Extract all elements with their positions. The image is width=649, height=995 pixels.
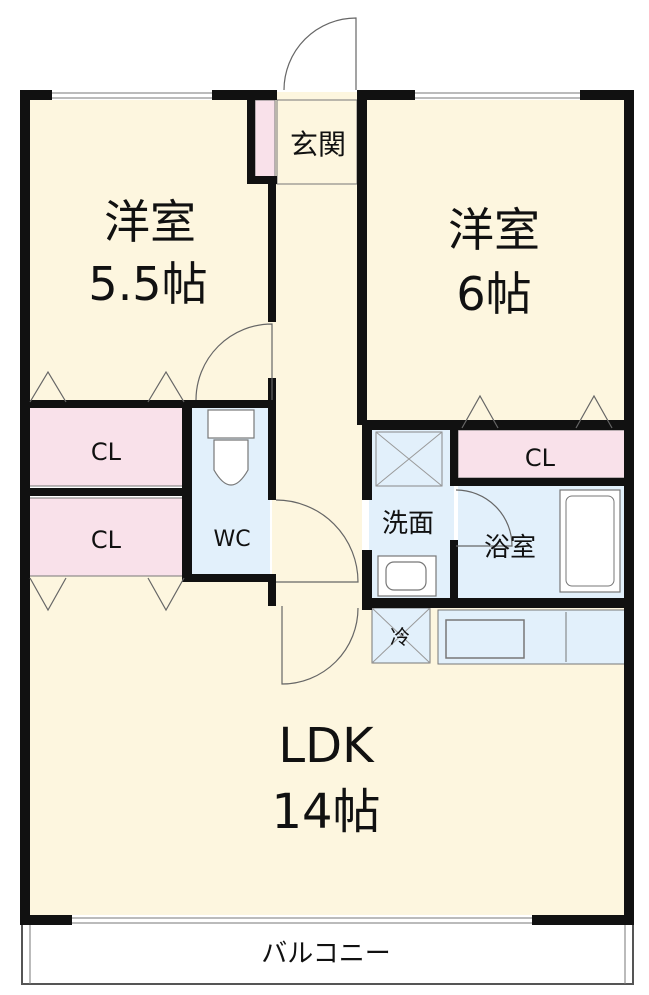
western-room-right-floor [362,92,632,427]
label-toilet: WC [213,527,250,552]
room-size-western-right: 6帖 [456,267,531,321]
room-size-ldk: 14帖 [271,784,380,840]
room-size-western-left: 5.5帖 [88,257,207,311]
room-name-western-left: 洋室 [104,195,196,249]
closet-left-upper [27,405,184,487]
label-entrance: 玄関 [290,128,346,161]
bathtub-icon [559,489,621,593]
label-closet-right: CL [525,444,556,472]
room-name-western-right: 洋室 [448,203,540,257]
doors [195,17,513,685]
label-closet-left-lower: CL [91,526,122,554]
outer-walls [20,90,634,925]
label-closet-left-upper: CL [91,438,122,466]
label-bathroom: 浴室 [484,533,536,563]
closet-door-marks [29,370,613,612]
shoe-cabinet [254,99,276,181]
label-washroom: 洗面 [382,509,434,539]
toilet-tank-icon [207,409,255,439]
closet-right [457,429,627,479]
label-balcony: バルコニー [261,939,390,969]
kitchen-sink-icon [445,619,525,659]
washing-machine-pan [375,431,443,487]
toilet-bowl-icon [213,439,249,486]
room-name-ldk: LDK [278,718,375,774]
label-refrigerator: 冷 [390,625,410,649]
kitchen-counter [437,609,627,665]
western-room-left-floor [22,92,272,402]
balcony-area [21,921,634,985]
